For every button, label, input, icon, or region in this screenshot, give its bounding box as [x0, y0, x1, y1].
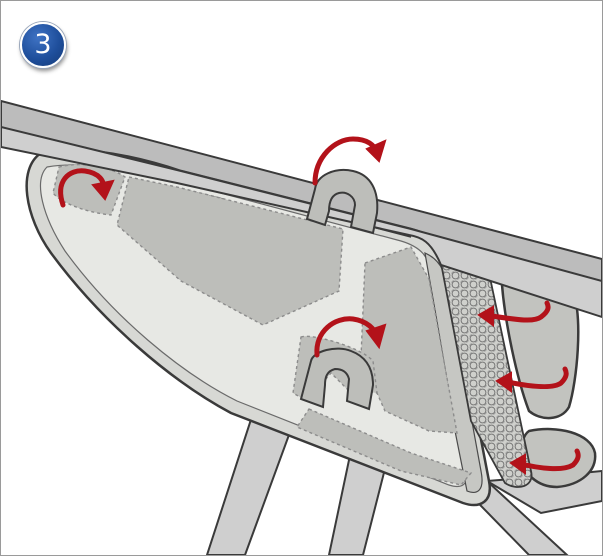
- top-tube-front: [1, 125, 602, 319]
- curved-arrow-icons: [58, 136, 581, 475]
- curved-arrow-icon: [509, 448, 581, 475]
- step-number-badge: 3: [20, 22, 66, 68]
- curved-arrow-icon: [312, 136, 387, 186]
- curved-arrow-icon: [477, 300, 551, 327]
- step-number: 3: [34, 29, 52, 60]
- curved-arrow-icon: [495, 366, 569, 393]
- curved-arrow-icon: [58, 168, 115, 208]
- down-tube-strap: [299, 347, 375, 411]
- curved-arrow-icon: [314, 316, 387, 358]
- top-tube-strap: [305, 169, 379, 235]
